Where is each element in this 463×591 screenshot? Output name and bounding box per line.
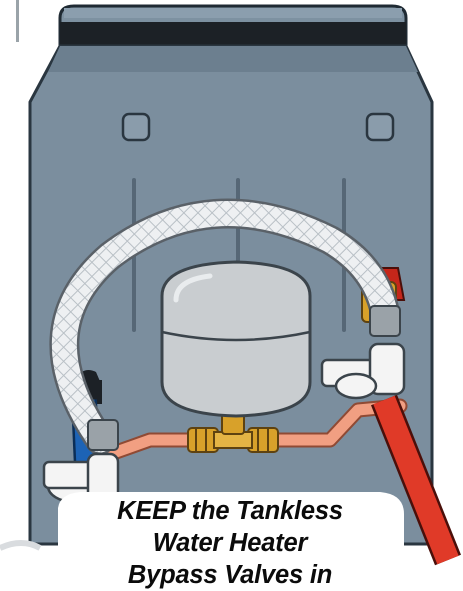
mount-tab-right <box>367 114 393 140</box>
mount-tab-left <box>123 114 149 140</box>
expansion-tank-icon <box>162 262 310 416</box>
caption: KEEP the Tankless Water Heater Bypass Va… <box>96 495 364 591</box>
corner-arc <box>0 543 40 548</box>
caption-line-2: Water Heater <box>96 527 364 559</box>
caption-line-3: Bypass Valves in <box>96 559 364 591</box>
caption-line-1: KEEP the Tankless <box>96 495 364 527</box>
wall-edge <box>16 0 19 42</box>
